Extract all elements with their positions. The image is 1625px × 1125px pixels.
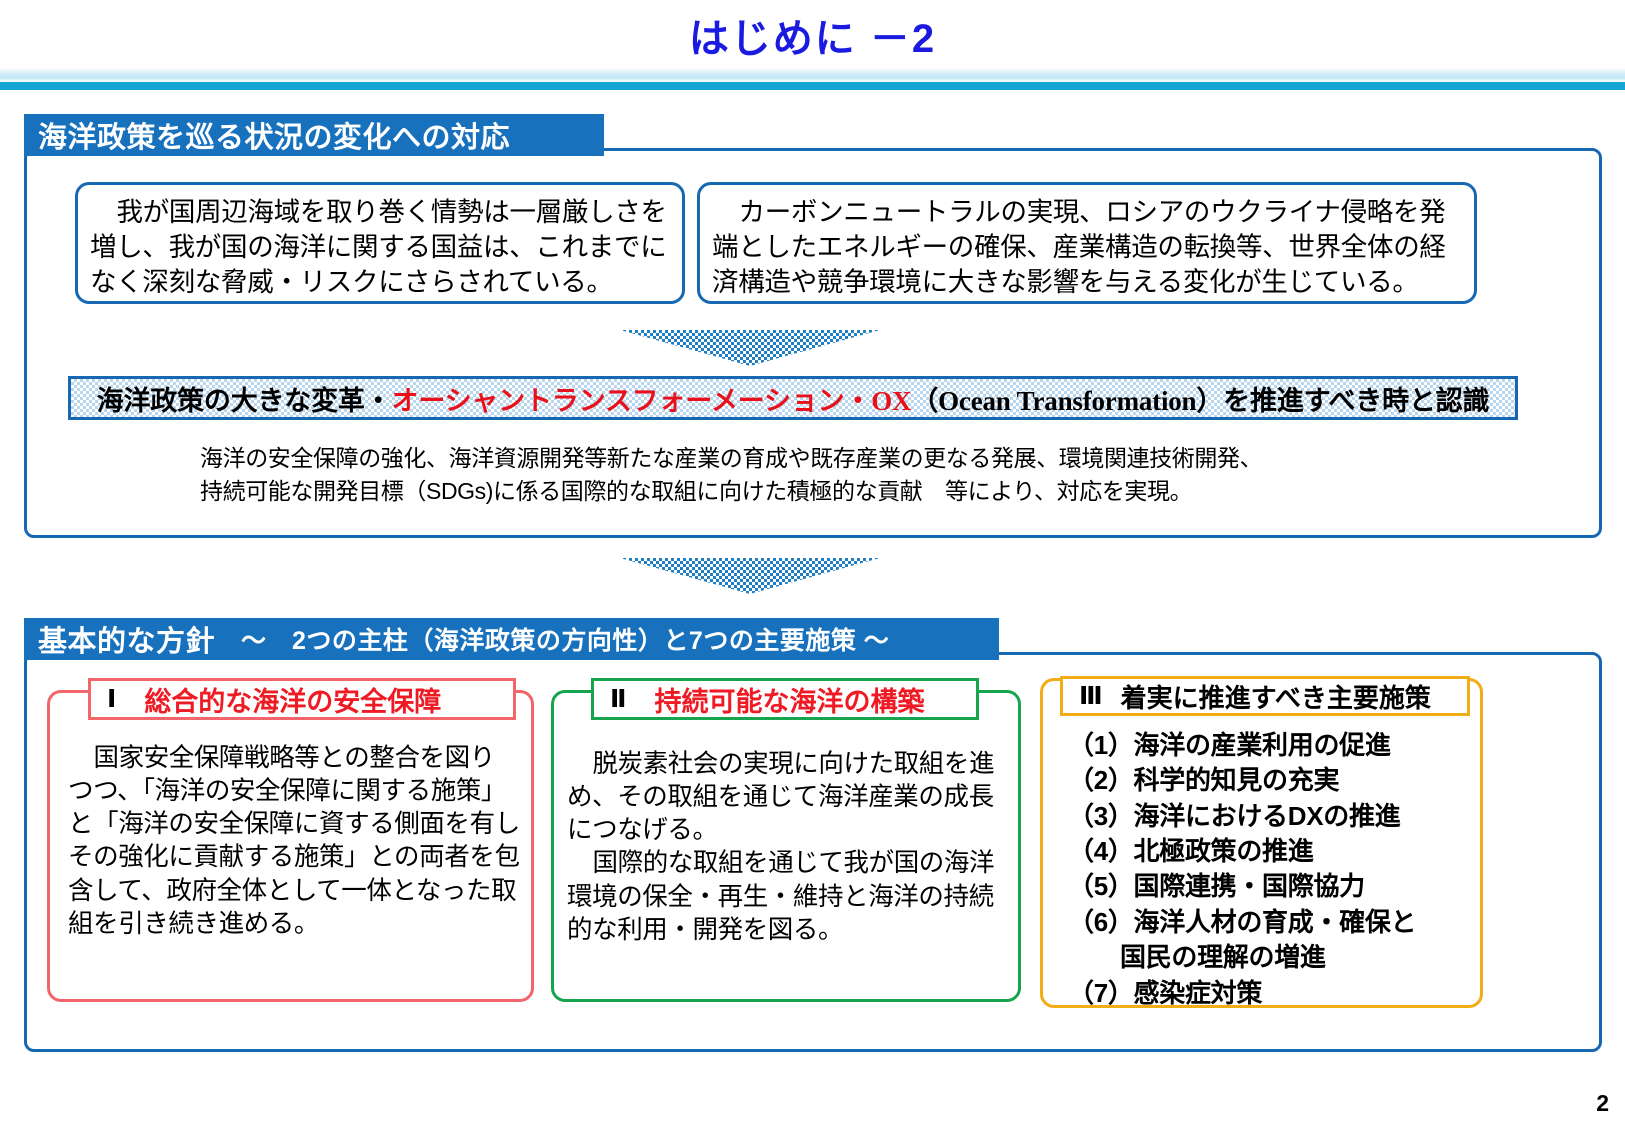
down-arrow-icon-2	[620, 558, 880, 594]
list-item: （7）感染症対策	[1068, 977, 1263, 1008]
pillar-1-body-text: 国家安全保障戦略等との整合を図りつつ、「海洋の安全保障に関する施策」と「海洋の安…	[68, 744, 520, 938]
pillar-2-body-paragraph-1: 脱炭素社会の実現に向けた取組を進め、その取組を通じて海洋産業の成長につなげる。	[567, 750, 995, 845]
list-item-continuation: 国民の理解の増進	[1120, 942, 1326, 973]
pillar-3-measure-list: （1）海洋の産業利用の促進 （2）科学的知見の充実 （3）海洋におけるDXの推進…	[1068, 728, 1478, 1011]
list-item: （4）北極政策の推進	[1068, 836, 1314, 867]
list-item: （5）国際連携・国際協力	[1068, 871, 1365, 902]
pillar-body-2: 脱炭素社会の実現に向けた取組を進め、その取組を通じて海洋産業の成長につなげる。 …	[567, 748, 1009, 947]
section-header-basic-policy: 基本的な方針 ～ 2つの主柱（海洋政策の方向性）と7つの主要施策 ～	[24, 618, 999, 660]
page-title: はじめに －2	[688, 17, 937, 61]
ox-note-line-2: 持続可能な開発目標（SDGs)に係る国際的な取組に向けた積極的な貢献 等により、…	[200, 477, 1193, 504]
statement-box-security: 我が国周辺海域を取り巻く情勢は一層厳しさを増し、我が国の海洋に関する国益は、これ…	[75, 182, 685, 304]
section2-tab-label-sub: ～ 2つの主柱（海洋政策の方向性）と7つの主要施策 ～	[241, 627, 890, 655]
ox-banner-part1: 海洋政策の大きな変革・	[96, 385, 392, 416]
ox-recognition-banner: 海洋政策の大きな変革・オーシャントランスフォーメーション・OX（Ocean Tr…	[68, 376, 1518, 420]
list-item: （1）海洋の産業利用の促進	[1068, 730, 1391, 760]
section-header-situation-change: 海洋政策を巡る状況の変化への対応	[24, 114, 604, 156]
ox-banner-highlight: オーシャントランスフォーメーション・OX	[391, 385, 912, 416]
pillar-2-body-paragraph-2: 国際的な取組を通じて我が国の海洋環境の保全・再生・維持と海洋の持続的な利用・開発…	[567, 849, 995, 944]
title-divider-line	[0, 82, 1625, 90]
section2-tab-label-main: 基本的な方針	[38, 626, 216, 658]
section1-tab-label: 海洋政策を巡る状況の変化への対応	[38, 122, 511, 154]
pillar-3-roman: Ⅲ	[1079, 682, 1103, 710]
list-item: （6）海洋人材の育成・確保と	[1068, 906, 1417, 937]
pillar-card-2	[551, 690, 1021, 1002]
page-number: 2	[1596, 1090, 1609, 1116]
pillar-2-roman: Ⅱ	[610, 685, 627, 713]
pillar-1-title: 総合的な海洋の安全保障	[144, 686, 442, 717]
statement-box-economy: カーボンニュートラルの実現、ロシアのウクライナ侵略を発端としたエネルギーの確保、…	[697, 182, 1477, 304]
pillar-card-3	[1040, 678, 1483, 1008]
pillar-3-title: 着実に推進すべき主要施策	[1120, 682, 1431, 713]
pillar-header-2: Ⅱ 持続可能な海洋の構築	[591, 678, 979, 720]
statement-box-economy-text: カーボンニュートラルの実現、ロシアのウクライナ侵略を発端としたエネルギーの確保、…	[712, 197, 1446, 297]
ox-supporting-note: 海洋の安全保障の強化、海洋資源開発等新たな産業の育成や既存産業の更なる発展、環境…	[200, 442, 1440, 507]
ox-note-line-1: 海洋の安全保障の強化、海洋資源開発等新たな産業の育成や既存産業の更なる発展、環境…	[200, 445, 1263, 471]
pillar-card-1	[47, 690, 534, 1002]
pillar-1-roman: Ⅰ	[107, 685, 117, 713]
statement-box-security-text: 我が国周辺海域を取り巻く情勢は一層厳しさを増し、我が国の海洋に関する国益は、これ…	[90, 197, 667, 297]
list-item: （3）海洋におけるDXの推進	[1068, 800, 1401, 831]
pillar-body-1: 国家安全保障戦略等との整合を図りつつ、「海洋の安全保障に関する施策」と「海洋の安…	[68, 742, 520, 941]
list-item: （2）科学的知見の充実	[1068, 765, 1340, 796]
pillar-header-1: Ⅰ 総合的な海洋の安全保障	[88, 678, 516, 720]
pillar-2-title: 持続可能な海洋の構築	[654, 686, 925, 717]
ox-banner-part3: （Ocean Transformation）を推進すべき時と認識	[911, 385, 1490, 416]
pillar-header-3: Ⅲ 着実に推進すべき主要施策	[1060, 676, 1470, 716]
